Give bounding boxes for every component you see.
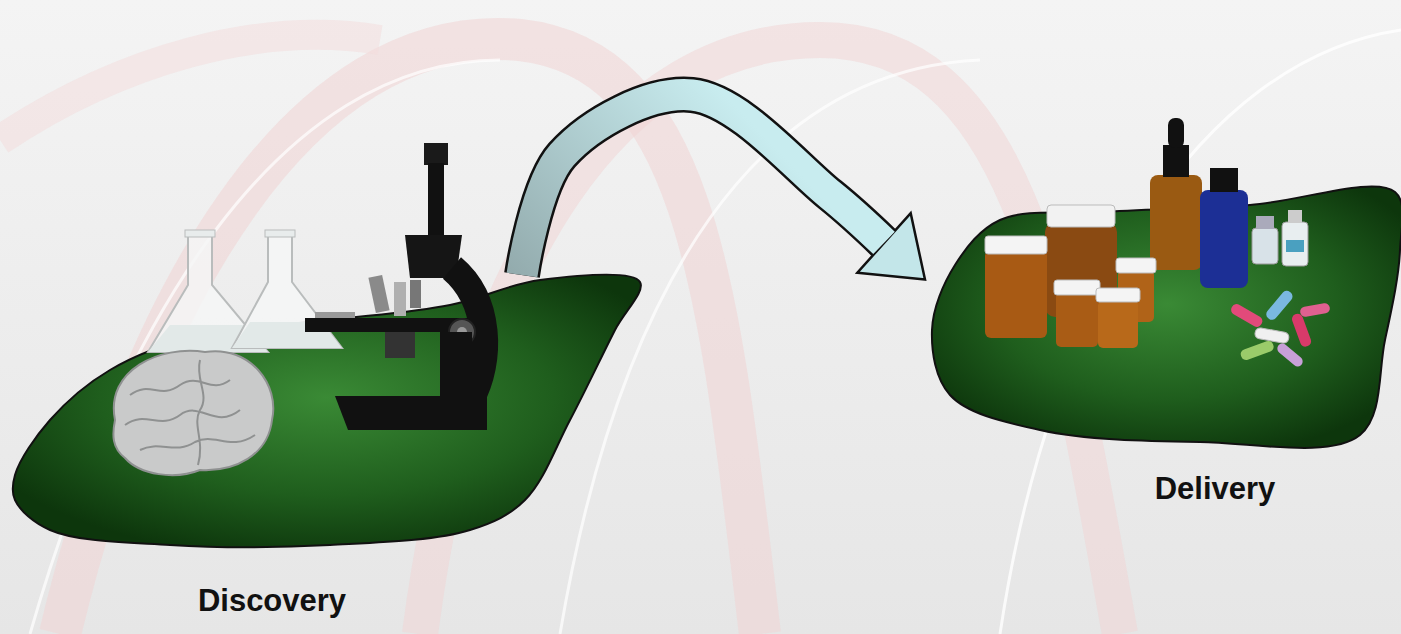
medicine-bottles-part (1096, 288, 1140, 302)
island-label: Discovery (152, 583, 392, 619)
brain-model (113, 351, 273, 475)
microscope-part (394, 282, 406, 316)
microscope-part (405, 235, 462, 278)
island-shape (10, 275, 650, 620)
flask-part (265, 230, 295, 237)
microscope-part (368, 275, 389, 313)
medicine-bottles-part (1200, 190, 1248, 288)
pills-part (1229, 302, 1264, 329)
microscope-part (305, 318, 487, 332)
pills-part (1264, 289, 1294, 322)
microscope-part (385, 332, 415, 358)
medicine-bottles (985, 118, 1308, 348)
island-shape (925, 190, 1401, 510)
medicine-bottles-part (1168, 118, 1184, 148)
medicine-bottles-part (1210, 168, 1238, 192)
arrow-head (857, 213, 925, 279)
flask (148, 230, 268, 352)
medicine-bottles-part (1118, 270, 1154, 322)
island-label: Delivery (1115, 471, 1315, 507)
island-node: Delivery (925, 190, 1401, 510)
ribbon (0, 35, 380, 140)
medicine-bottles-part (985, 250, 1047, 338)
flask (232, 230, 342, 348)
microscope-part (457, 327, 467, 337)
ribbon-line (560, 60, 980, 634)
pills-part (1291, 312, 1313, 348)
microscope-part (315, 312, 355, 318)
island-node: Discovery (10, 275, 650, 620)
flask-part (148, 325, 268, 352)
brain-model-part (113, 351, 273, 475)
microscope-part (452, 268, 484, 400)
medicine-bottles-part (1045, 222, 1117, 317)
medicine-bottles-part (1163, 145, 1189, 177)
medicine-bottles-part (1286, 240, 1304, 252)
flask-part (185, 230, 215, 237)
medicine-bottles-part (985, 236, 1047, 254)
arrow-body (522, 95, 884, 275)
curved-arrow (522, 95, 925, 280)
medicine-bottles-part (1098, 300, 1138, 348)
microscope-part (440, 332, 472, 398)
medicine-bottles-part (1150, 175, 1202, 270)
flask-part (232, 235, 342, 348)
microscope (305, 143, 487, 430)
flask-part (232, 322, 342, 348)
arrow-outline (522, 95, 884, 275)
island-outline (13, 275, 641, 548)
medicine-bottles-part (1282, 222, 1308, 266)
microscope-part (424, 143, 448, 165)
microscope-part (449, 319, 475, 345)
pills-part (1254, 327, 1289, 344)
medicine-bottles-part (1116, 258, 1156, 273)
pills-part (1275, 342, 1304, 369)
medicine-bottles-part (1054, 280, 1100, 295)
flask-part (148, 235, 268, 352)
pills-part (1239, 339, 1275, 361)
pills-part (1299, 302, 1330, 317)
medicine-bottles-part (1047, 205, 1115, 227)
microscope-part (428, 163, 444, 238)
medicine-bottles-part (1252, 228, 1278, 264)
microscope-part (410, 280, 421, 308)
medicine-bottles-part (1256, 216, 1274, 229)
medicine-bottles-part (1056, 292, 1098, 347)
medicine-bottles-part (1288, 210, 1302, 223)
brain-model-part (125, 360, 255, 465)
microscope-part (335, 396, 487, 430)
island-outline (932, 186, 1401, 448)
pills (1229, 289, 1330, 369)
